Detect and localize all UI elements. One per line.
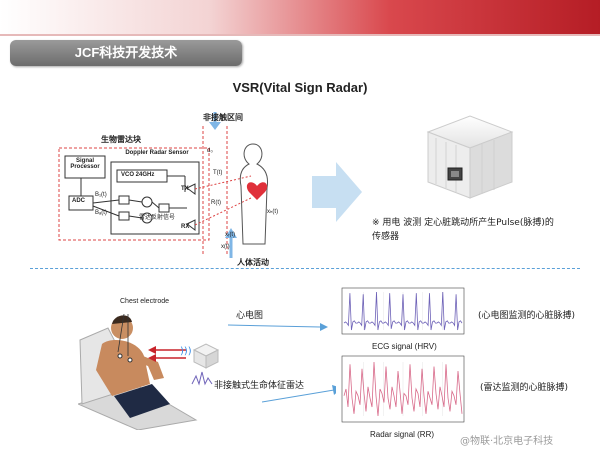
radar-chart-svg [341,355,465,423]
radar-sensor-device [408,102,528,212]
rx-label: RX [181,224,190,230]
chest-electrode-label: Chest electrode [120,298,170,305]
body-activity-label: 人体活动 [237,258,269,267]
rt-label: R(t) [211,200,221,206]
ecg-series-line [343,291,463,331]
section-separator [30,268,580,269]
xr-label: xᵣ(t) [225,232,236,238]
b1-label: B₁(t) [95,192,107,198]
radar-chart [336,352,468,426]
bq-label: Bₐ(t) [95,210,107,216]
xh-label: xₕ(t) [267,209,279,215]
no-contact-zone-label: 非接触区间 [203,113,243,122]
ecg-label: 心电图 [236,311,264,321]
radar-arrow [261,384,342,408]
adc-label: ADC [72,198,85,204]
radar-caption: Radar signal (RR) [370,430,435,439]
small-radar-device [188,342,222,386]
ecg-arrow [227,318,328,331]
xt-label: x(t) [221,244,230,250]
ecg-chart [336,284,468,338]
section-label: JCF科技开发技术 [74,45,178,60]
vco-label: VCO 24GHz [121,172,155,178]
radar-block-diagram: 非接触区间 生物雷达块 Signal Processor Doppler Rad… [55,104,285,270]
section-header: JCF科技开发技术 [10,40,242,66]
doppler-sensor-label: Doppler Radar Sensor [125,150,189,156]
reflect-signal-label: 雷达反射信号 [139,214,176,221]
tx-label: TX [181,186,189,192]
page-title: VSR(Vital Sign Radar) [232,80,368,95]
radar-label: 非接触式生命体征雷达 [214,381,305,391]
radar-note: (雷达监测的心脏脉搏) [480,383,569,393]
ecg-caption: ECG signal (HRV) [372,342,437,351]
signal-processor-label: Signal Processor [70,158,100,170]
bio-radar-block-label: 生物雷达块 [101,135,141,144]
ecg-note: (心电图监测的心脏脉搏) [478,311,576,321]
radar-beam-arrows [148,344,188,364]
block-diagram-svg [58,112,268,258]
ecg-chart-svg [341,287,465,335]
top-banner [0,0,600,34]
process-arrow [312,162,362,222]
banner-divider [0,34,600,36]
patient-illustration [76,300,198,431]
tt-label: T(t) [213,170,223,176]
radar-series-line [343,361,463,417]
d0-label: d₀ [207,148,213,154]
watermark: @物联·北京电子科技 [460,436,554,447]
wireless-icon: ))) [180,346,192,357]
sensor-description: ※ 用电 波测 定心脏跳动所产生Pulse(脉搏)的传感器 [372,218,554,242]
